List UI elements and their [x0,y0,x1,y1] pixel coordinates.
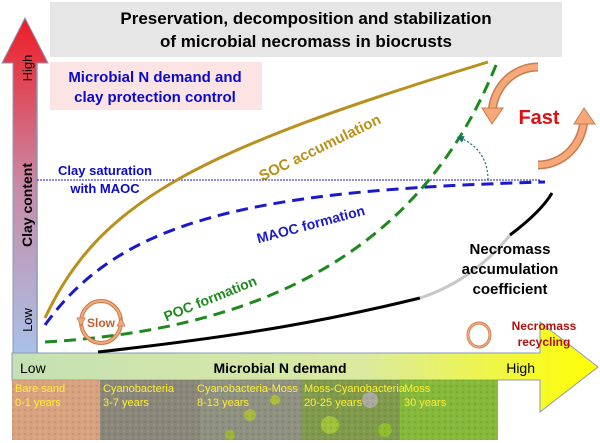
y-axis-label: Clay content [19,163,35,247]
stage-name-2: Cyanobacteria-Moss [197,383,298,395]
stage-name-1: Cyanobacteria [103,383,175,395]
necromass-curve [97,296,421,354]
poc-label: POC formation [161,272,259,324]
stage-name-0: Bare sand [15,383,65,395]
slow-cycle-icon [76,299,126,345]
necromass-curve-end [509,192,554,237]
fast-label: Fast [518,107,559,129]
x-axis-high: High [506,360,535,376]
control-line-1: Microbial N demand and [68,69,241,86]
stage-name-3: Moss-Cyanobacteria [304,383,406,395]
title-box [50,2,562,57]
necromass-label-2: accumulation [462,261,559,278]
clay-saturation-line-2: with MAOC [69,181,140,196]
stage-name-4: Moss [404,383,431,395]
necromass-label-3: coefficient [472,281,547,298]
transition-arrow [456,135,489,181]
stage-age-4: 30 years [404,397,447,409]
recycling-label-1: Necromass [512,319,577,333]
x-axis-label: Microbial N demand [213,360,346,376]
recycling-cycle-icon [466,321,492,349]
control-box [50,62,262,110]
fast-cycle-icon [481,62,596,170]
maoc-label: MAOC formation [255,202,367,246]
title-line-2: of microbial necromass in biocrusts [160,32,452,51]
stage-age-2: 8-13 years [197,397,249,409]
clay-saturation-line-1: Clay saturation [58,163,152,178]
stage-age-0: 0-1 years [15,397,61,409]
y-axis-low: Low [20,307,35,331]
recycling-label-2: recycling [518,335,571,349]
necromass-curve-faded [419,234,512,300]
control-line-2: clay protection control [74,89,236,106]
necromass-label-1: Necromass [470,241,551,258]
y-axis-high: High [20,55,35,82]
x-axis-low: Low [20,360,47,376]
stage-age-3: 20-25 years [304,397,363,409]
soc-curve [43,60,489,319]
biocrust-photo-strip [12,380,498,440]
title-line-1: Preservation, decomposition and stabiliz… [120,9,491,28]
maoc-curve [43,180,546,326]
soc-label: SOC accumulation [256,111,383,185]
slow-label: Slow [87,316,116,330]
stage-age-1: 3-7 years [103,397,149,409]
